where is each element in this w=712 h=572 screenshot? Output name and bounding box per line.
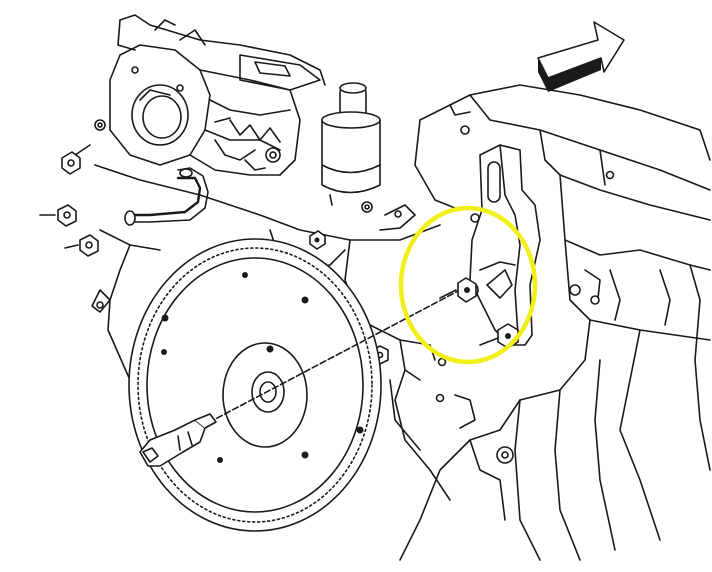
flywheel: [128, 238, 382, 532]
highlight-circle: [398, 205, 538, 365]
crank-sensor: [139, 289, 461, 467]
loose-bolts: [39, 144, 99, 257]
engine-block: [399, 84, 711, 561]
throttle-body: [94, 14, 326, 176]
circle-highlight-icon: [398, 205, 538, 365]
arrow-right-icon: [537, 21, 625, 92]
sensor-cylinder: [321, 82, 381, 206]
coolant-pipe: [124, 167, 209, 226]
